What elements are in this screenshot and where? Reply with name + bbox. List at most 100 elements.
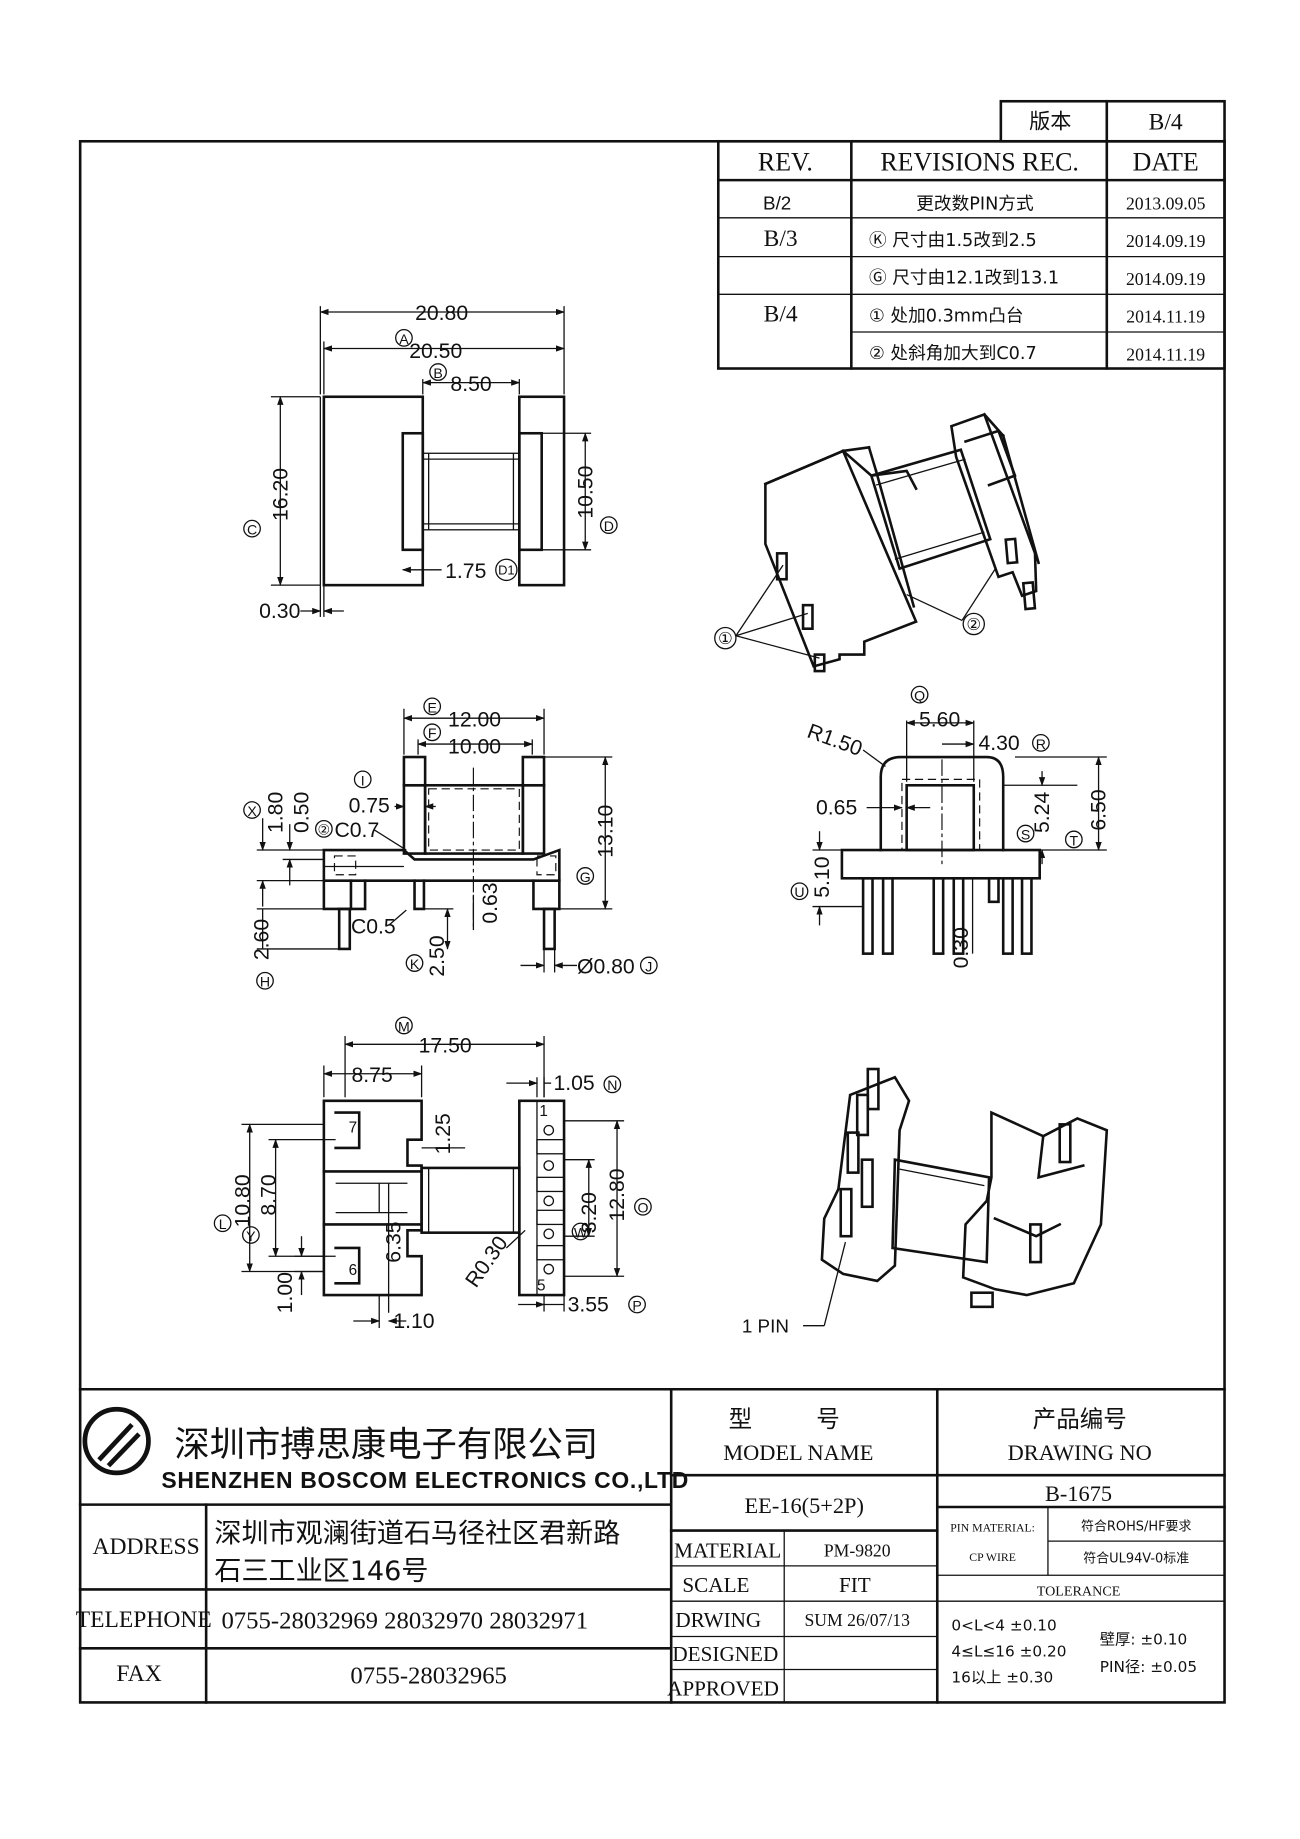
dim-w: 3.20 [578, 1192, 601, 1233]
mark-h: H [260, 974, 270, 990]
dim-g: 13.10 [594, 805, 617, 858]
date-cell: 2014.11.19 [1126, 307, 1205, 327]
dim-r030: R0.30 [461, 1232, 512, 1292]
scale-value: FIT [839, 1573, 871, 1597]
date-header: DATE [1133, 148, 1199, 177]
drawing-label: DRWING [675, 1608, 761, 1632]
dim-k: 2.50 [426, 935, 449, 976]
mark-m: M [398, 1018, 410, 1034]
version-box: 版本 B/4 [999, 99, 1226, 143]
material-label: MATERIAL [674, 1539, 781, 1563]
rec-cell: ② 处斜角加大到C0.7 [869, 343, 1037, 364]
pin-7-label: 7 [349, 1120, 358, 1137]
dim-p: 3.55 [568, 1294, 609, 1317]
mark-r: R [1036, 736, 1046, 752]
side-view: 5.60 Q 4.30 R R1.50 0.65 5.24 S 6.50 T 5… [790, 685, 1111, 968]
date-cell: 2013.09.05 [1126, 194, 1206, 214]
bottom-view: 1 5 6 7 17.50 M 8.75 1.05 N 1.25 10.80 [213, 1016, 652, 1333]
approved-label: APPROVED [667, 1676, 779, 1700]
wall-tolerance: 壁厚: ±0.10 [1100, 1631, 1188, 1649]
material-value: PM-9820 [824, 1540, 891, 1560]
mark-y: Y [246, 1228, 256, 1244]
mark-a: A [399, 331, 409, 347]
address-line-1: 深圳市观澜街道石马径社区君新路 [214, 1518, 620, 1549]
pin-6-label: 6 [349, 1262, 358, 1279]
mark-g: G [580, 869, 591, 885]
mark-s: S [1021, 826, 1030, 842]
front-view: 12.00 10.00 E F I 0.75 ② C0.7 1.80 0.50 … [243, 697, 658, 990]
pin-material-value: 符合ROHS/HF要求 [1081, 1519, 1191, 1535]
top-view: 20.80 20.50 8.50 A B 16.20 C 10.50 D 1.7… [243, 302, 618, 623]
dim-875: 8.75 [352, 1064, 393, 1087]
drawing-no-en: DRAWING NO [1008, 1440, 1152, 1465]
dim-100: 1.00 [274, 1272, 297, 1313]
dim-063: 0.63 [479, 882, 502, 923]
dim-n: 1.05 [553, 1072, 594, 1095]
mark-d1: D1 [498, 563, 515, 578]
model-name-cn: 型 号 [729, 1405, 868, 1433]
mark-c: C [247, 522, 257, 538]
fax-value: 0755-28032965 [350, 1663, 507, 1690]
address-line-2: 石三工业区146号 [214, 1556, 428, 1587]
tolerance-row-1: 0<L<4 ±0.10 [951, 1617, 1056, 1635]
rev-cell: B/3 [764, 226, 798, 252]
version-label: 版本 [1029, 108, 1071, 133]
rec-cell: Ⓖ 尺寸由12.1改到13.1 [869, 268, 1059, 289]
mark-d: D [604, 518, 614, 534]
rev-cell: B/4 [764, 301, 798, 327]
dim-r2: 4.30 [978, 732, 1019, 755]
dim-u: 5.10 [811, 856, 834, 897]
dim-d: 10.50 [574, 466, 597, 519]
dim-y: 6.35 [382, 1221, 405, 1262]
mark-o: O [637, 1200, 648, 1216]
dim-065: 0.65 [816, 797, 857, 820]
mark-e: E [427, 699, 436, 715]
rev-cell: B/2 [763, 193, 791, 214]
dim-110: 1.10 [393, 1310, 434, 1333]
chamfer-c05: C0.5 [351, 916, 396, 939]
company-logo [82, 1406, 151, 1476]
drawing-date: SUM 26/07/13 [804, 1610, 910, 1630]
dim-d1: 1.75 [445, 560, 486, 583]
dim-overall-width: 20.80 [415, 302, 468, 325]
dim-h: 2.60 [251, 919, 274, 960]
mark-w: W [574, 1224, 588, 1240]
cp-wire-value: 符合UL94V-0标准 [1083, 1550, 1189, 1566]
model-value: EE-16(5+2P) [745, 1493, 864, 1518]
fax-label: FAX [116, 1661, 161, 1687]
mark-k: K [410, 956, 420, 972]
mark-p: P [632, 1297, 641, 1313]
revisions-table: REV. REVISIONS REC. DATE B/2 更改数PIN方式 20… [716, 139, 1226, 370]
title-block: 深圳市搏思康电子有限公司 SHENZHEN BOSCOM ELECTRONICS… [76, 1387, 1226, 1704]
model-name-en: MODEL NAME [723, 1440, 873, 1465]
mark-b: B [433, 365, 442, 381]
mark-t: T [1070, 832, 1079, 848]
rec-cell: 更改数PIN方式 [916, 194, 1034, 215]
dim-m: 17.50 [419, 1035, 472, 1058]
date-cell: 2014.09.19 [1126, 269, 1206, 289]
address-label: ADDRESS [92, 1534, 199, 1560]
dim-s: 5.24 [1031, 792, 1054, 833]
dim-e: 12.00 [448, 708, 501, 731]
mark-n: N [607, 1077, 617, 1093]
dim-t: 6.50 [1088, 789, 1111, 830]
mark-q: Q [914, 688, 925, 704]
chamfer-c07: C0.7 [334, 819, 379, 842]
iso-view-bottom: 1 PIN [742, 1067, 1109, 1337]
dim-x: 1.80 [265, 792, 288, 833]
dim-c: 16.20 [269, 468, 292, 521]
dim-f: 10.00 [448, 735, 501, 758]
drawing-no-value: B-1675 [1045, 1481, 1112, 1506]
callout-2-front: ② [318, 822, 331, 838]
callout-1: ① [718, 630, 733, 648]
telephone-value: 0755-28032969 28032970 28032971 [221, 1607, 588, 1634]
dim-b: 8.50 [450, 373, 491, 396]
tolerance-row-2: 4≤L≤16 ±0.20 [951, 1643, 1066, 1661]
drawing-no-cn: 产品编号 [1033, 1405, 1127, 1433]
dim-r150: R1.50 [804, 720, 865, 761]
rev-header: REV. [758, 148, 813, 177]
rec-cell: Ⓚ 尺寸由1.5改到2.5 [869, 230, 1037, 251]
dim-l: 10.80 [232, 1174, 255, 1227]
dim-q: 5.60 [919, 708, 960, 731]
company-name-en: SHENZHEN BOSCOM ELECTRONICS CO.,LTD [161, 1467, 689, 1493]
